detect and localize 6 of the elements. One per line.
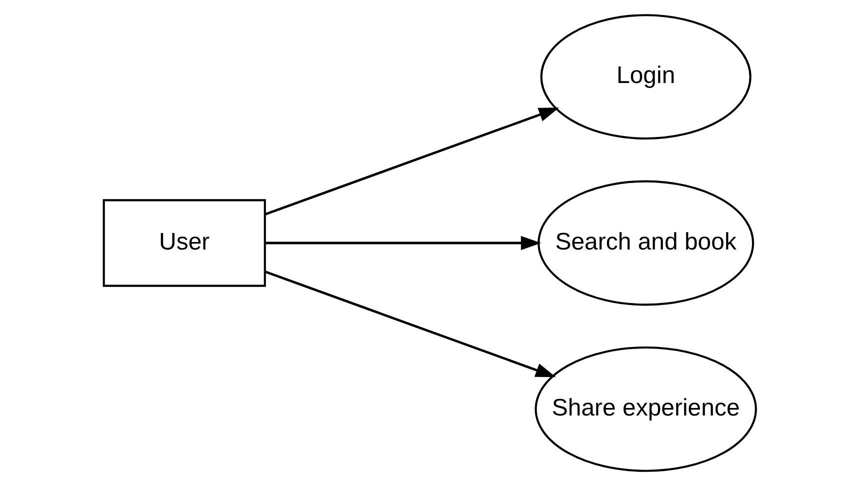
node-ellipse: Search and book (537, 180, 754, 306)
arrow (264, 270, 556, 378)
arrow (264, 108, 559, 216)
arrow (264, 236, 541, 250)
node-box: User (102, 199, 266, 287)
node-ellipse: Login (540, 14, 751, 140)
